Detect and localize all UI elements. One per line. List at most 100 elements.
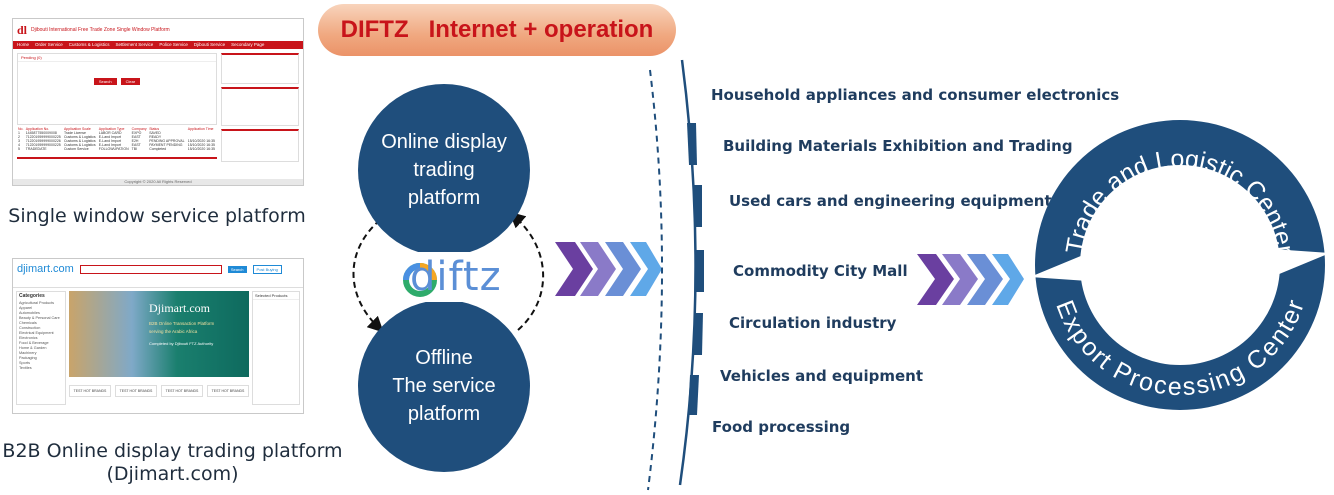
table-cell: 5	[18, 147, 20, 151]
hot-brand-tile[interactable]: TEST HOT BRANDS	[69, 385, 111, 397]
table-cell: 3	[18, 139, 20, 143]
table-cell: 2	[18, 135, 20, 139]
dashed-divider	[647, 69, 664, 491]
category-item[interactable]: Apparel	[19, 305, 33, 310]
offline-line-1: Offline	[415, 347, 473, 369]
single-window-footer: Copyright © 2020 All Rights Reserved	[13, 179, 303, 185]
category-item[interactable]: Sports	[19, 360, 30, 365]
table-cell: EAST	[131, 135, 141, 139]
category-item[interactable]: Beauty & Personal Care	[19, 315, 60, 320]
chevron-6	[942, 254, 978, 305]
table-cell: SAVED	[149, 131, 161, 135]
single-window-nav-item[interactable]: Police Service	[159, 42, 188, 47]
ring-gap-right	[1272, 249, 1330, 277]
ring-bottom-half	[1035, 265, 1325, 410]
djimart-search-input[interactable]	[79, 264, 222, 274]
category-item[interactable]: Home & Garden	[19, 345, 47, 350]
right-cycle-arrow	[509, 211, 545, 331]
table-cell: Customs & Logistics	[63, 143, 96, 147]
single-window-nav-item[interactable]: Home	[17, 42, 30, 47]
header-title-pill: DIFTZ Internet + operation	[318, 4, 676, 56]
divider-segment-2	[693, 185, 702, 227]
online-line-2: trading	[413, 159, 475, 181]
table-column-header: Application Type	[98, 127, 125, 131]
category-item[interactable]: Electronics	[19, 335, 38, 340]
hot-brand-tiles: TEST HOT BRANDS TEST HOT BRANDS TEST HOT B…	[69, 385, 249, 397]
table-cell: EXPO	[131, 131, 142, 135]
category-vehicles: Vehicles and equipment	[720, 367, 924, 385]
category-item[interactable]: Packaging	[19, 355, 37, 360]
single-window-nav-item[interactable]: Settlement Service	[115, 42, 154, 47]
single-window-nav-item[interactable]: Customs & Logistics	[68, 42, 110, 47]
hot-brand-tile[interactable]: TEST HOT BRANDS	[161, 385, 203, 397]
center-ring: Trade and Logistic Center Export Process…	[1030, 120, 1330, 410]
cycle-arrows	[352, 211, 545, 333]
divider-segment-1	[687, 123, 697, 165]
table-cell: Completed	[149, 147, 167, 151]
ring-top-half	[1035, 120, 1325, 265]
category-item[interactable]: Automobiles	[19, 310, 40, 315]
djimart-search-button[interactable]: Search	[227, 265, 247, 273]
offline-line-3: platform	[407, 403, 481, 425]
search-button[interactable]: Search	[93, 78, 117, 85]
single-window-nav-item[interactable]: Secondary Page	[231, 42, 265, 47]
table-cell: Custom Service	[63, 147, 89, 151]
table-cell: 4	[18, 143, 20, 147]
single-window-site-title: Djibouti International Free Trade Zone S…	[31, 27, 170, 33]
banner-line3: Completed by Djibouti FTZ Authority	[149, 341, 214, 346]
single-window-nav-item[interactable]: Djibouti Service	[193, 42, 226, 47]
category-item[interactable]: Textiles	[19, 365, 32, 370]
header-title: Internet + operation	[428, 16, 654, 43]
table-cell: 15/10/2020 16:35	[187, 139, 215, 143]
table-cell: TBI	[131, 147, 138, 151]
table-cell: EAST	[131, 143, 141, 147]
category-item[interactable]: Agricultural Products	[19, 300, 55, 305]
online-line-3: platform	[407, 187, 481, 209]
b2b-caption-line1: B2B Online display trading platform	[2, 440, 343, 462]
hot-brand-tile[interactable]: TEST HOT BRANDS	[207, 385, 249, 397]
hot-brand-tile[interactable]: TEST HOT BRANDS	[115, 385, 157, 397]
single-window-screenshot: dl Djibouti International Free Trade Zon…	[12, 18, 304, 186]
table-cell: TRADEDATE	[25, 147, 47, 151]
table-cell: READY	[149, 135, 162, 139]
category-item[interactable]: Food & Beverage	[19, 340, 49, 345]
header-brand: DIFTZ	[340, 16, 409, 43]
category-item[interactable]: Construction	[19, 325, 41, 330]
pending-heading: Pending (0)	[18, 54, 216, 62]
table-cell: 712201959999000226	[25, 139, 61, 143]
clear-button[interactable]: Clear	[120, 78, 141, 85]
banner-line1: B2B Online Transaction Platform	[149, 321, 215, 326]
table-cell: 712201959999000225	[25, 143, 61, 147]
category-item[interactable]: Electrical Equipment	[19, 330, 54, 335]
banner-title: Djimart.com	[149, 301, 210, 315]
offline-platform-circle: Offline The service platform	[358, 300, 530, 472]
b2b-caption-line2: (Djimart.com)	[106, 463, 239, 485]
chevron-8	[992, 254, 1024, 305]
diftz-logo: diftz	[400, 252, 501, 302]
category-building: Building Materials Exhibition and Tradin…	[723, 137, 1073, 155]
selected-products-title: Selected Products	[253, 292, 299, 300]
table-cell: 1445877550009008	[25, 131, 57, 135]
diftz-small-logo-icon: dl	[17, 22, 28, 37]
category-item[interactable]: Machinery	[19, 350, 37, 355]
offline-line-2: The service	[392, 375, 496, 397]
table-cell: 712201959999000225	[25, 135, 61, 139]
category-item[interactable]: Chemicals	[19, 320, 37, 325]
category-household: Household appliances and consumer electr…	[711, 86, 1120, 104]
djimart-screenshot: djimart.com Search Post Buying Categorie…	[12, 258, 304, 414]
divider-segment-4	[693, 313, 703, 355]
chevron-7	[967, 254, 1003, 305]
category-circulation: Circulation industry	[729, 314, 897, 332]
table-cell: E2H	[131, 139, 139, 143]
table-cell: Trade License	[63, 131, 87, 135]
curved-dividers	[647, 59, 704, 491]
single-window-nav: Home Order Service Customs & Logistics Sett…	[13, 41, 303, 49]
post-buying-button[interactable]: Post Buying	[252, 264, 282, 274]
table-cell: 1	[18, 131, 20, 135]
single-window-nav-item[interactable]: Order Service	[35, 42, 63, 47]
